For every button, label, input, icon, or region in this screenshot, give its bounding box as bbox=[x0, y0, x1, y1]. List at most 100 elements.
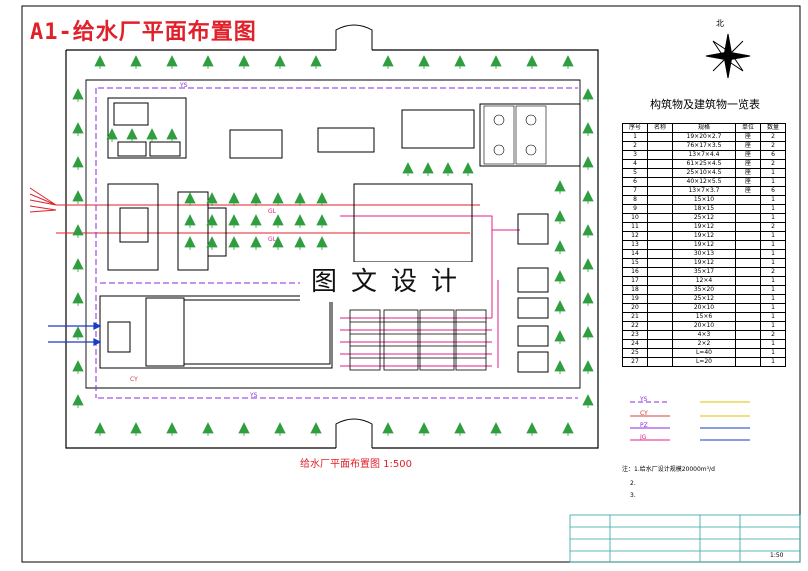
row-name bbox=[646, 177, 673, 187]
row-name bbox=[646, 150, 673, 160]
tree-icon bbox=[582, 258, 594, 272]
tree-icon bbox=[184, 236, 196, 250]
tree-icon bbox=[582, 156, 594, 170]
row-unit bbox=[735, 240, 761, 250]
row-name bbox=[646, 258, 673, 268]
col-qty: 数量 bbox=[759, 123, 787, 133]
tree-icon bbox=[582, 122, 594, 136]
tree-icon bbox=[582, 224, 594, 238]
row-name bbox=[646, 267, 673, 277]
tree-icon bbox=[72, 88, 84, 102]
tree-icon bbox=[126, 128, 138, 142]
tree-icon bbox=[72, 258, 84, 272]
row-spec: 20×10 bbox=[671, 303, 737, 313]
tree-icon bbox=[72, 224, 84, 238]
row-spec: 25×10×4.5 bbox=[671, 168, 737, 178]
row-name bbox=[646, 348, 673, 358]
tree-icon bbox=[72, 156, 84, 170]
tree-icon bbox=[454, 422, 466, 436]
row-no: 13 bbox=[622, 240, 648, 250]
row-spec: 35×17 bbox=[671, 267, 737, 277]
row-qty: 2 bbox=[759, 222, 787, 232]
north-label: 北 bbox=[716, 19, 724, 28]
row-qty: 1 bbox=[759, 231, 787, 241]
drawing-title: A1-给水厂平面布置图 bbox=[30, 20, 257, 45]
tree-icon bbox=[72, 190, 84, 204]
row-spec: L=40 bbox=[671, 348, 737, 358]
row-qty: 1 bbox=[759, 312, 787, 322]
row-name bbox=[646, 213, 673, 223]
row-qty: 2 bbox=[759, 159, 787, 169]
row-name bbox=[646, 240, 673, 250]
tree-symbols bbox=[72, 55, 594, 436]
row-no: 25 bbox=[622, 348, 648, 358]
row-spec: 25×12 bbox=[671, 294, 737, 304]
row-name bbox=[646, 285, 673, 295]
row-name bbox=[646, 141, 673, 151]
row-qty: 1 bbox=[759, 303, 787, 313]
row-spec: 19×12 bbox=[671, 240, 737, 250]
row-unit bbox=[735, 204, 761, 214]
tree-icon bbox=[228, 236, 240, 250]
col-name: 名称 bbox=[646, 123, 673, 133]
row-no: 7 bbox=[622, 186, 648, 196]
tree-icon bbox=[272, 214, 284, 228]
tree-icon bbox=[238, 422, 250, 436]
row-no: 14 bbox=[622, 249, 648, 259]
row-qty: 6 bbox=[759, 186, 787, 196]
row-qty: 1 bbox=[759, 168, 787, 178]
row-qty: 1 bbox=[759, 258, 787, 268]
pipe-label-ys-top: YS bbox=[180, 82, 188, 89]
row-name bbox=[646, 330, 673, 340]
row-spec: 13×7×3.7 bbox=[671, 186, 737, 196]
tree-icon bbox=[454, 55, 466, 69]
row-name bbox=[646, 222, 673, 232]
row-unit: 座 bbox=[735, 159, 761, 169]
tree-icon bbox=[418, 422, 430, 436]
tree-icon bbox=[310, 422, 322, 436]
tree-icon bbox=[422, 162, 434, 176]
tree-icon bbox=[582, 190, 594, 204]
tree-icon bbox=[72, 292, 84, 306]
row-unit bbox=[735, 357, 761, 367]
row-name bbox=[646, 303, 673, 313]
row-spec: 18×15 bbox=[671, 204, 737, 214]
row-qty: 1 bbox=[759, 348, 787, 358]
row-no: 10 bbox=[622, 213, 648, 223]
row-name bbox=[646, 249, 673, 259]
row-unit: 座 bbox=[735, 132, 761, 142]
row-unit bbox=[735, 348, 761, 358]
row-qty: 1 bbox=[759, 213, 787, 223]
tree-icon bbox=[106, 128, 118, 142]
tree-icon bbox=[316, 214, 328, 228]
pipe-label-gl-2: GL bbox=[268, 236, 276, 243]
row-spec: 19×20×2.7 bbox=[671, 132, 737, 142]
row-spec: 12×4 bbox=[671, 276, 737, 286]
row-spec: 19×12 bbox=[671, 258, 737, 268]
row-name bbox=[646, 357, 673, 367]
tree-icon bbox=[94, 55, 106, 69]
table-row: 25 L=40 1 bbox=[622, 348, 787, 358]
tree-icon bbox=[402, 162, 414, 176]
tree-icon bbox=[554, 270, 566, 284]
tree-icon bbox=[72, 394, 84, 408]
row-unit bbox=[735, 195, 761, 205]
note-2: 2. bbox=[630, 480, 636, 487]
tree-icon bbox=[166, 422, 178, 436]
tree-icon bbox=[526, 55, 538, 69]
row-spec: 76×17×3.5 bbox=[671, 141, 737, 151]
